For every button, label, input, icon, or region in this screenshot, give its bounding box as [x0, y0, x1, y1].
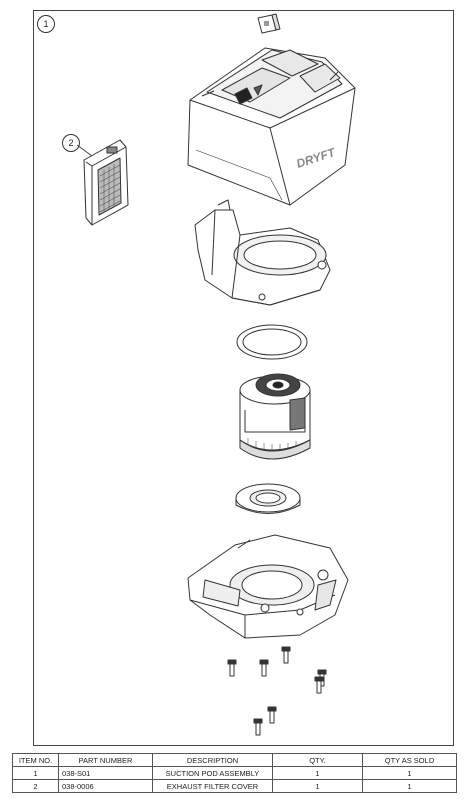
screw: [314, 676, 324, 694]
exhaust-filter-cover: [83, 139, 129, 226]
screws: [227, 646, 327, 736]
balloon-item-2: 2: [62, 134, 80, 152]
bill-of-materials-table: ITEM NO. PART NUMBER DESCRIPTION QTY. QT…: [12, 753, 457, 793]
bom-cell-item: 2: [12, 779, 59, 793]
bom-header-row: ITEM NO. PART NUMBER DESCRIPTION QTY. QT…: [12, 753, 457, 767]
bom-header-qty-as-sold: QTY AS SOLD: [362, 753, 457, 767]
top-housing: [187, 47, 356, 206]
bom-cell-description: EXHAUST FILTER COVER: [152, 779, 273, 793]
lower-base: [187, 534, 349, 639]
bom-header-part-number: PART NUMBER: [58, 753, 153, 767]
motor-shroud: [194, 199, 331, 306]
table-row: 1 038-S01 SUCTION POD ASSEMBLY 1 1: [12, 766, 457, 780]
bom-header-item-no: ITEM NO.: [12, 753, 59, 767]
bom-cell-qty-sold: 1: [362, 779, 457, 793]
exploded-view-drawing: DRYFT: [76, 13, 356, 736]
bom-cell-item: 1: [12, 766, 59, 780]
gasket-ring: [236, 324, 308, 360]
screw: [281, 646, 291, 664]
bom-cell-qty: 1: [272, 766, 363, 780]
bom-cell-qty: 1: [272, 779, 363, 793]
bom-header-description: DESCRIPTION: [152, 753, 273, 767]
screw: [259, 659, 269, 677]
screw: [267, 706, 277, 724]
bom-cell-description: SUCTION POD ASSEMBLY: [152, 766, 273, 780]
motor-seal: [235, 483, 301, 514]
drawing-frame: [33, 10, 454, 746]
screw: [227, 659, 237, 677]
balloon-item-1: 1: [37, 15, 55, 33]
table-row: 2 038-0006 EXHAUST FILTER COVER 1 1: [12, 779, 457, 793]
bom-header-qty: QTY.: [272, 753, 363, 767]
latch-clip-part: [257, 13, 281, 34]
screw: [253, 718, 263, 736]
balloon-2-leader: [76, 144, 93, 157]
bom-cell-qty-sold: 1: [362, 766, 457, 780]
vacuum-motor: [239, 373, 311, 460]
bom-cell-part: 038-S01: [58, 766, 153, 780]
bom-cell-part: 038-0006: [58, 779, 153, 793]
